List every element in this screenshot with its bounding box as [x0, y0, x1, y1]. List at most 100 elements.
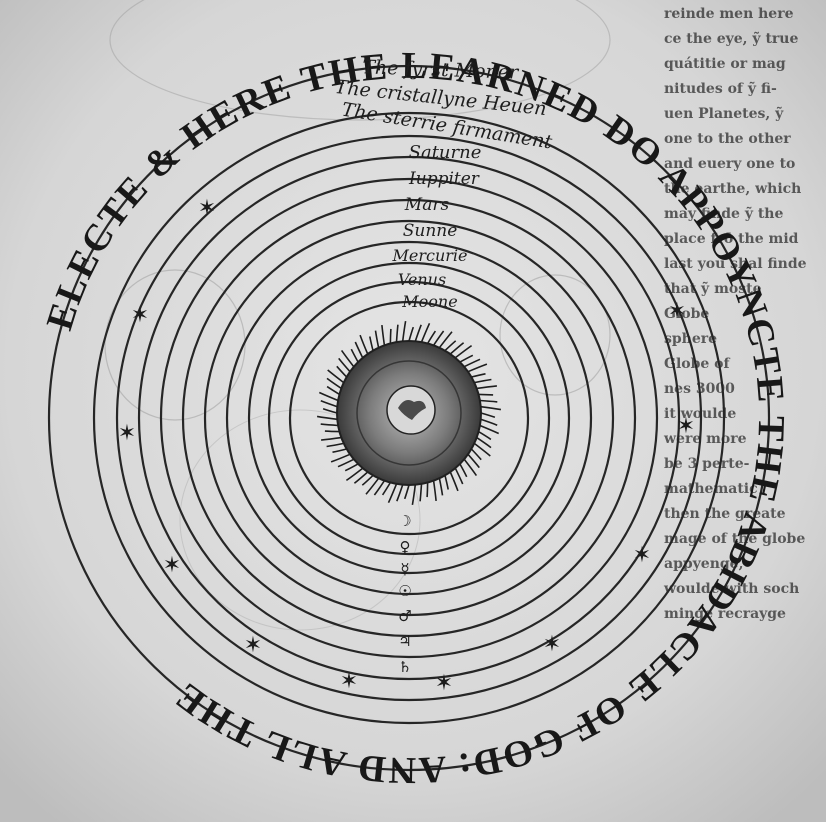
facing-page-line: ce the eye, ỹ true	[664, 30, 798, 47]
jupiter-symbol-icon: ♃	[398, 632, 411, 650]
sphere-ring	[137, 155, 681, 681]
flame-ray	[419, 483, 423, 502]
star-icon: ✶	[668, 299, 686, 324]
facing-page-line: uen Planetes, ỹ	[664, 105, 784, 122]
facing-page-line: reinde men here	[664, 6, 794, 22]
facing-page-line: nitudes of ỹ fi-	[664, 80, 777, 97]
flame-ray	[480, 412, 496, 419]
flame-ray	[381, 482, 392, 496]
outer-frame-ring	[47, 64, 771, 772]
flame-ray	[320, 400, 338, 408]
facing-page-line: Globe	[664, 306, 709, 322]
flame-ray	[438, 478, 444, 496]
flame-ray	[327, 369, 345, 384]
sphere-label: Iuppiter	[408, 169, 480, 189]
flame-ray	[361, 474, 374, 486]
sphere-ring	[115, 134, 703, 702]
flame-ray	[389, 328, 392, 344]
sphere-label: Moone	[401, 292, 457, 311]
mercury-symbol-icon: ☿	[400, 560, 409, 578]
facing-page-line: one to the other	[664, 131, 791, 147]
flame-ray	[387, 483, 398, 504]
planet-symbols: ☽♀☿☉♂♃♄	[398, 512, 411, 676]
flame-ray	[350, 348, 359, 363]
flame-ray	[395, 324, 399, 343]
fire-sphere-flames	[316, 320, 502, 506]
flame-ray	[459, 463, 468, 478]
flame-ray	[478, 430, 492, 441]
facing-page-line: last you shal finde	[664, 256, 807, 272]
flame-ray	[336, 365, 348, 378]
flame-ray	[476, 436, 492, 449]
sphere-ring	[92, 111, 726, 725]
facing-page-line: were more	[663, 431, 747, 447]
central-earth	[316, 320, 502, 506]
flame-ray	[454, 467, 464, 485]
flame-ray	[480, 405, 502, 411]
venus-symbol-icon: ♀	[400, 538, 411, 556]
flame-ray	[330, 453, 351, 463]
flame-ray	[432, 480, 437, 501]
flame-ray	[332, 448, 347, 453]
flame-ray	[369, 336, 374, 351]
flame-ray	[365, 477, 380, 495]
flame-ray	[324, 430, 340, 433]
flame-ray	[471, 373, 486, 378]
flame-ray	[414, 324, 422, 342]
sphere-ring	[267, 280, 551, 556]
flame-ray	[449, 342, 465, 355]
sphere-ring	[225, 240, 593, 596]
star-icon: ✶	[198, 196, 216, 221]
facing-page-line: that ỹ moste	[664, 280, 762, 297]
flame-ray	[479, 399, 498, 403]
sphere-rings	[47, 64, 771, 772]
star-icon: ✶	[543, 632, 561, 657]
flame-ray	[473, 442, 491, 457]
sun-symbol-icon: ☉	[398, 582, 411, 600]
flame-ray	[432, 330, 445, 346]
flame-ray	[401, 320, 407, 342]
mars-symbol-icon: ♂	[398, 607, 411, 625]
flame-ray	[326, 385, 340, 396]
flame-ray	[478, 393, 494, 396]
flame-ray	[359, 334, 369, 355]
flame-ray	[480, 418, 498, 426]
facing-page-line: and euery one to	[664, 156, 795, 172]
facing-page-line: Globe of	[664, 356, 731, 372]
flame-ray	[476, 385, 497, 390]
star-icon: ✶	[118, 421, 136, 446]
star-icon: ✶	[677, 414, 695, 439]
flame-ray	[373, 480, 386, 496]
flame-ray	[444, 340, 457, 352]
flame-ray	[408, 326, 415, 342]
facing-page-line: sphere	[664, 331, 717, 347]
flame-ray	[470, 448, 482, 461]
flame-ray	[467, 453, 480, 469]
flame-ray	[326, 377, 342, 390]
flame-ray	[374, 330, 380, 348]
flame-ray	[322, 407, 338, 414]
flame-ray	[381, 325, 386, 346]
flame-ray	[467, 363, 488, 373]
star-field: ✶✶✶✶✶✶✶✶✶✶✶	[118, 196, 695, 696]
sphere-ring	[203, 219, 615, 617]
sphere-label: Venus	[398, 270, 446, 289]
flame-ray	[420, 322, 431, 343]
sphere-label: Saturne	[409, 142, 482, 163]
star-icon: ✶	[340, 669, 358, 694]
flame-ray	[320, 423, 339, 427]
flame-ray	[396, 484, 404, 502]
star-icon: ✶	[633, 543, 651, 568]
flame-ray	[474, 378, 492, 384]
sphere-label: Mercurie	[392, 246, 468, 265]
flame-ray	[463, 458, 478, 477]
facing-page-line: minge recrayge	[664, 606, 786, 622]
star-icon: ✶	[435, 671, 453, 696]
flame-ray	[444, 475, 449, 490]
flame-ray	[463, 358, 481, 368]
saturn-symbol-icon: ♄	[398, 658, 411, 676]
facing-page-line: woulde with soch	[663, 581, 799, 597]
